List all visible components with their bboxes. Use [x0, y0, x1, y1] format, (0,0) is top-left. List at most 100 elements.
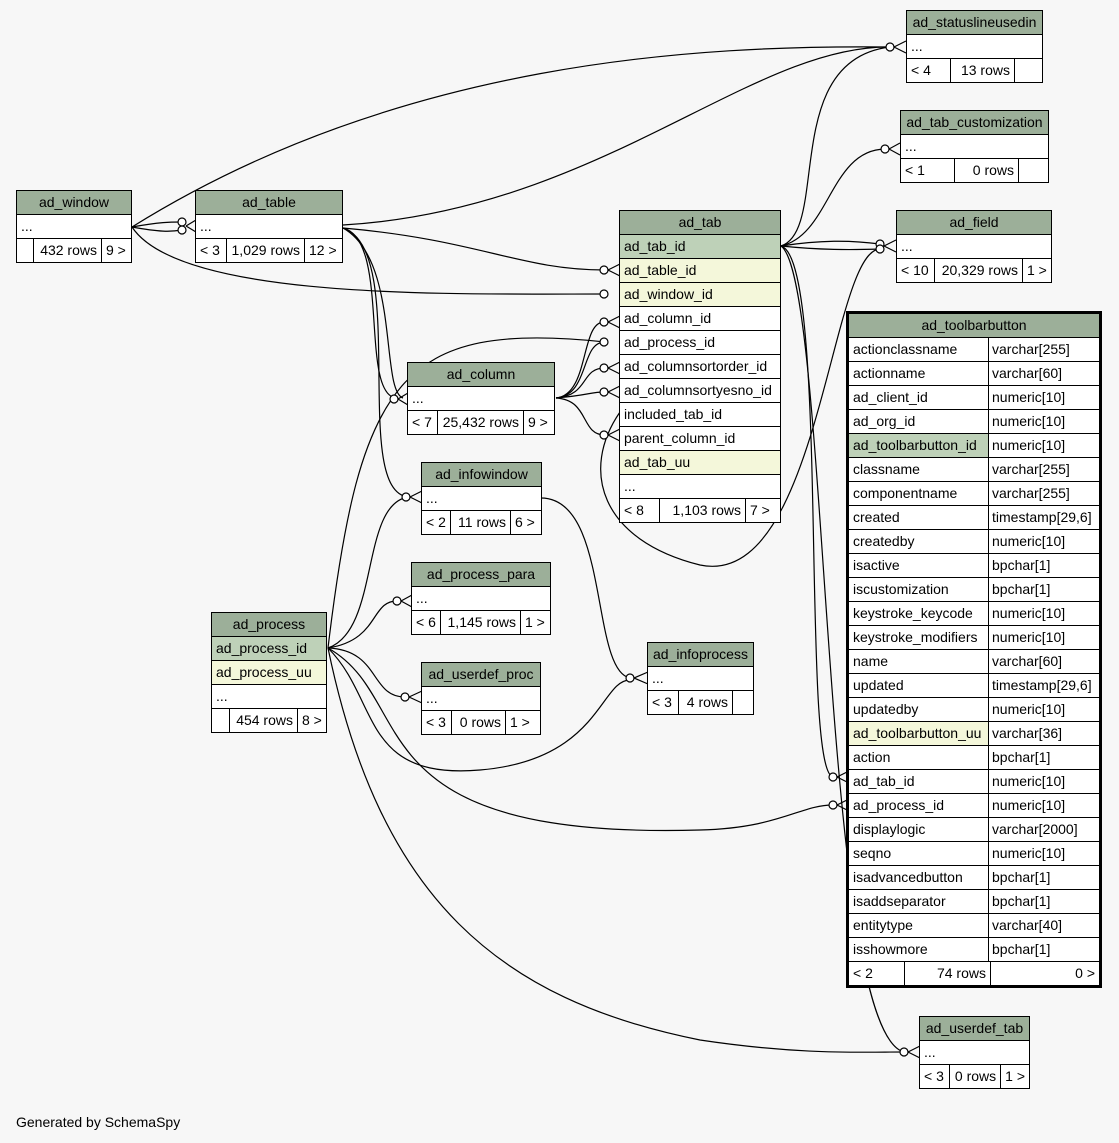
column-included_tab_id: included_tab_id	[620, 403, 780, 427]
row-count: 0 rows	[950, 1065, 1002, 1088]
children-link[interactable]	[733, 691, 753, 714]
parents-link[interactable]: < 3	[648, 691, 679, 714]
children-link[interactable]: 9 >	[106, 242, 126, 258]
column-name: entitytype	[849, 914, 989, 937]
table-header[interactable]: ad_toolbarbutton	[849, 314, 1099, 338]
table-ad_window[interactable]: ad_window ... 432 rows 9 >	[16, 190, 132, 263]
table-header[interactable]: ad_infowindow	[422, 463, 541, 487]
table-header[interactable]: ad_process	[212, 613, 326, 637]
table-header[interactable]: ad_field	[897, 211, 1051, 235]
row-count: 0 rows	[452, 711, 506, 734]
column-type: varchar[40]	[992, 917, 1063, 933]
table-column: ...	[907, 35, 1042, 59]
column-type: timestamp[29,6]	[992, 677, 1092, 693]
column-type: bpchar[1]	[992, 581, 1051, 597]
edge-process-infoprocess	[327, 647, 631, 772]
table-header[interactable]: ad_tab	[620, 211, 780, 235]
table-column: ...	[897, 235, 1051, 259]
table-footer: < 10 20,329 rows 1 >	[897, 259, 1051, 282]
column-name: seqno	[849, 842, 989, 865]
table-header[interactable]: ad_statuslineusedin	[907, 11, 1042, 35]
parents-link[interactable]: < 7	[408, 411, 438, 434]
children-link[interactable]	[1019, 159, 1048, 182]
children-link[interactable]: 1 >	[510, 714, 530, 730]
table-ad_userdef_tab[interactable]: ad_userdef_tab ... < 3 0 rows 1 >	[919, 1016, 1030, 1089]
parents-link[interactable]: < 6	[412, 611, 441, 634]
children-link[interactable]: 1 >	[1027, 262, 1047, 278]
children-link[interactable]: 1 >	[525, 614, 545, 630]
table-ad_userdef_proc[interactable]: ad_userdef_proc ... < 3 0 rows 1 >	[421, 662, 541, 735]
column-type: numeric[10]	[992, 797, 1066, 813]
table-header[interactable]: ad_infoprocess	[648, 643, 753, 667]
table-column: ...	[901, 135, 1048, 159]
edge-tab-customization	[780, 148, 886, 247]
column-name: isshowmore	[849, 938, 989, 961]
table-header[interactable]: ad_window	[17, 191, 131, 215]
children-link[interactable]: 6 >	[515, 514, 535, 530]
table-header[interactable]: ad_userdef_tab	[920, 1017, 1029, 1041]
column-name: ad_toolbarbutton_id	[849, 434, 989, 457]
table-header[interactable]: ad_process_para	[412, 563, 550, 587]
parents-link[interactable]: < 2	[422, 511, 451, 534]
parents-link[interactable]: < 2	[849, 962, 905, 985]
children-link[interactable]: 1 >	[1005, 1068, 1025, 1084]
row-count: 1,145 rows	[441, 611, 521, 634]
column-type: bpchar[1]	[992, 893, 1051, 909]
table-ad_column[interactable]: ad_column ... < 7 25,432 rows 9 >	[407, 362, 555, 435]
table-header[interactable]: ad_userdef_proc	[422, 663, 540, 687]
parents-link[interactable]: < 8	[620, 499, 660, 522]
children-link[interactable]: 8 >	[302, 712, 322, 728]
parents-link[interactable]: < 3	[196, 239, 227, 262]
parents-link[interactable]	[212, 709, 230, 732]
edge-tab-field	[780, 240, 881, 247]
parents-link[interactable]: < 1	[901, 159, 955, 182]
table-ad_infoprocess[interactable]: ad_infoprocess ... < 3 4 rows	[647, 642, 754, 715]
column-type: bpchar[1]	[992, 557, 1051, 573]
column-type: varchar[255]	[992, 341, 1070, 357]
table-header[interactable]: ad_column	[408, 363, 554, 387]
column-ad_columnsortorder_id: ad_columnsortorder_id	[620, 355, 780, 379]
edge-window-tab	[131, 226, 606, 295]
table-header[interactable]: ad_tab_customization	[901, 111, 1048, 135]
row-count: 25,432 rows	[438, 411, 524, 434]
column-type: varchar[2000]	[992, 821, 1078, 837]
generated-by-text[interactable]: Generated by SchemaSpy	[16, 1114, 181, 1130]
children-link[interactable]	[1015, 59, 1042, 82]
table-ad_table[interactable]: ad_table ... < 3 1,029 rows 12 >	[195, 190, 343, 263]
children-link[interactable]: 9 >	[528, 414, 548, 430]
table-ad_field[interactable]: ad_field ... < 10 20,329 rows 1 >	[896, 210, 1052, 283]
column-type: varchar[60]	[992, 365, 1063, 381]
children-link[interactable]: 0 >	[1075, 965, 1095, 981]
parents-link[interactable]	[17, 239, 34, 262]
table-ad_statuslineusedin[interactable]: ad_statuslineusedin ... < 4 13 rows	[906, 10, 1043, 83]
parents-link[interactable]: < 10	[897, 259, 935, 282]
table-ad_process_para[interactable]: ad_process_para ... < 6 1,145 rows 1 >	[411, 562, 551, 635]
table-header[interactable]: ad_table	[196, 191, 342, 215]
parents-link[interactable]: < 3	[920, 1065, 950, 1088]
table-footer: < 4 13 rows	[907, 59, 1042, 82]
table-ad_infowindow[interactable]: ad_infowindow ... < 2 11 rows 6 >	[421, 462, 542, 535]
edge-process-processpara	[327, 600, 399, 649]
column-type: numeric[10]	[992, 605, 1066, 621]
table-ad_tab_customization[interactable]: ad_tab_customization ... < 1 0 rows	[900, 110, 1049, 183]
column-name: ad_toolbarbutton_uu	[849, 722, 989, 745]
row-count: 454 rows	[230, 709, 298, 732]
children-link[interactable]: 7 >	[750, 502, 770, 518]
row-count: 13 rows	[951, 59, 1015, 82]
row-count: 432 rows	[34, 239, 102, 262]
table-ad_tab[interactable]: ad_tab ad_tab_id ad_table_id ad_window_i…	[619, 210, 781, 523]
parents-link[interactable]: < 4	[907, 59, 951, 82]
children-link[interactable]: 12 >	[309, 242, 337, 258]
table-ad_process[interactable]: ad_process ad_process_id ad_process_uu .…	[211, 612, 327, 733]
parents-link[interactable]: < 3	[422, 711, 452, 734]
